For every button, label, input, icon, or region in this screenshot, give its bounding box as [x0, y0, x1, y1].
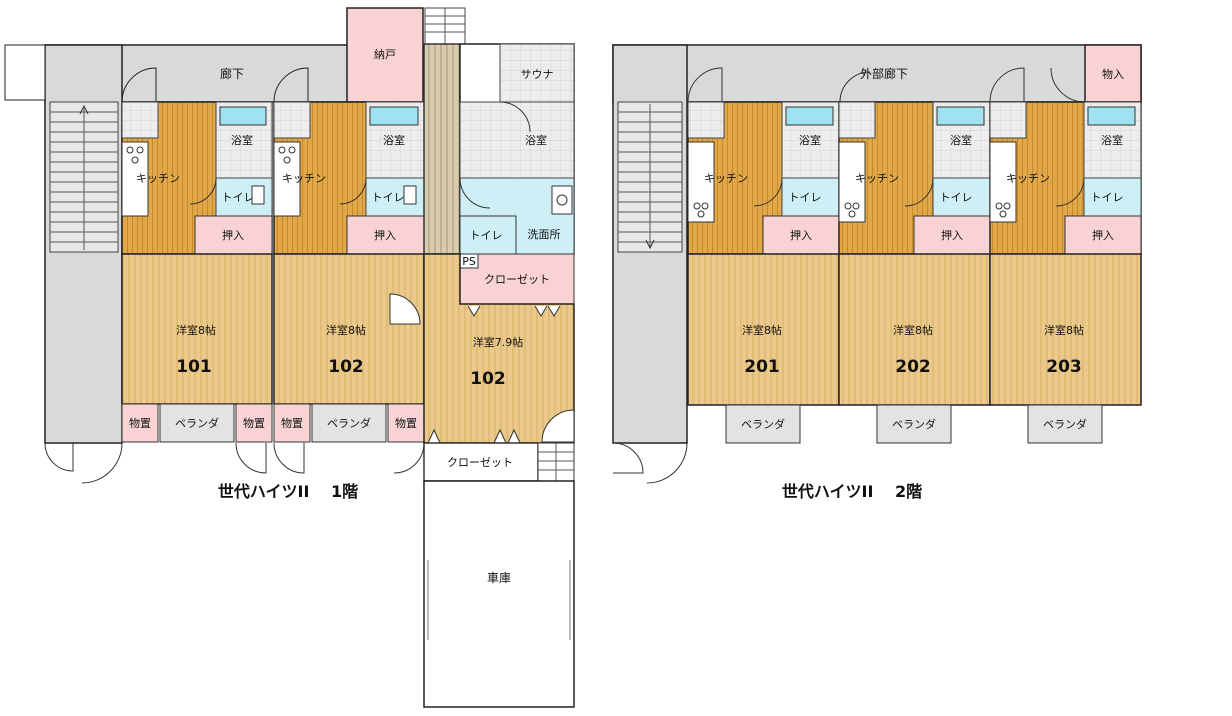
kitchen-label: キッチン — [704, 172, 748, 185]
bath-label: 浴室 — [799, 133, 821, 147]
room-size-label: 洋室8帖 — [1044, 323, 1084, 337]
kitchen-label: キッチン — [1006, 172, 1050, 185]
room-size-label: 洋室8帖 — [893, 323, 933, 337]
veranda-label: ベランダ — [327, 416, 371, 430]
toilet-label: トイレ — [940, 191, 973, 204]
floor-1-title: 世代ハイツII 1階 — [218, 482, 358, 501]
bath-label: 浴室 — [231, 133, 253, 147]
room-202 — [838, 253, 991, 406]
bath-label: 浴室 — [950, 133, 972, 147]
kitchen-counter — [121, 141, 149, 217]
stairs-1f — [49, 101, 119, 253]
toilet-label: トイレ — [1091, 191, 1124, 204]
bath-label: 浴室 — [383, 133, 405, 147]
storage-label: 物置 — [129, 416, 151, 430]
sauna-label: サウナ — [521, 68, 554, 81]
veranda-label: ベランダ — [1043, 417, 1087, 431]
unit-number: 203 — [1046, 357, 1082, 377]
stairs-2f — [617, 101, 683, 253]
unit-102: 浴室 トイレ キッチン 押入 洋室8帖 102 物置 ベランダ 物置 — [273, 101, 425, 443]
bath-102b — [459, 101, 575, 179]
kitchen-label: キッチン — [136, 172, 180, 185]
ps-label: PS — [462, 255, 476, 268]
kitchen-label: キッチン — [282, 172, 326, 185]
unit-number: 102 — [470, 369, 506, 389]
unit-number: 201 — [744, 357, 780, 377]
sauna — [499, 43, 575, 103]
storeroom-label: 納戸 — [374, 48, 396, 61]
room-size-label: 洋室7.9帖 — [473, 335, 524, 349]
storage-label: 物置 — [395, 416, 417, 430]
closet-label: クローゼット — [447, 456, 513, 469]
closet-102b — [459, 253, 575, 305]
room-size-label: 洋室8帖 — [742, 323, 782, 337]
corridor-label-2f: 外部廊下 — [860, 66, 908, 81]
storage-label: 物入 — [1102, 67, 1124, 81]
storage-label: 物置 — [243, 416, 265, 430]
closet-label: 押入 — [941, 228, 963, 242]
washroom-label: 洗面所 — [528, 228, 561, 241]
closet-label: 押入 — [374, 228, 396, 242]
unit-203: 浴室 トイレ キッチン 押入 洋室8帖 203 ベランダ — [989, 101, 1142, 444]
toilet-label: トイレ — [470, 229, 503, 242]
floor-2-title: 世代ハイツII 2階 — [782, 482, 922, 501]
door-swing — [121, 67, 157, 103]
veranda-label: ベランダ — [741, 417, 785, 431]
storage-label: 物置 — [281, 416, 303, 430]
bath-label: 浴室 — [525, 133, 547, 147]
closet-label: クローゼット — [484, 273, 550, 286]
unit-101: 浴室 トイレ キッチン 押入 洋室8帖 101 物置 ベランダ 物置 — [121, 101, 273, 443]
unit-201: 浴室 トイレ キッチン 押入 洋室8帖 201 ベランダ — [687, 101, 840, 444]
kitchen-label: キッチン — [855, 172, 899, 185]
unit-202: 浴室 トイレ キッチン 押入 洋室8帖 202 ベランダ — [838, 101, 991, 444]
garage-label: 車庫 — [487, 571, 511, 585]
unit-102-large: サウナ 浴室 洗面所 トイレ クローゼット PS 洋室7.9帖 102 クローゼ… — [423, 43, 575, 482]
room-size-label: 洋室8帖 — [326, 323, 366, 337]
unit-number: 101 — [176, 357, 212, 377]
toilet-label: トイレ — [372, 191, 405, 204]
corridor-label-1f: 廊下 — [220, 66, 244, 81]
veranda-label: ベランダ — [175, 416, 219, 430]
room-203 — [989, 253, 1142, 406]
veranda-label: ベランダ — [892, 417, 936, 431]
closet-label: 押入 — [790, 228, 812, 242]
toilet-label: トイレ — [222, 191, 255, 204]
floor-1: 廊下 納戸 浴室 トイレ キッチン 押入 洋室8帖 101 — [4, 7, 575, 708]
door-swing — [273, 67, 309, 103]
floor-2: 外部廊下 物入 — [612, 44, 1142, 501]
room-102 — [273, 253, 425, 405]
toilet-label: トイレ — [789, 191, 822, 204]
room-size-label: 洋室8帖 — [176, 323, 216, 337]
room-201 — [687, 253, 840, 406]
unit-number: 102 — [328, 357, 364, 377]
storeroom — [346, 7, 424, 103]
garage — [423, 480, 575, 708]
bath-label: 浴室 — [1101, 133, 1123, 147]
closet-label: 押入 — [1092, 228, 1114, 242]
closet-label: 押入 — [222, 228, 244, 242]
unit-number: 202 — [895, 357, 931, 377]
room-101 — [121, 253, 273, 405]
